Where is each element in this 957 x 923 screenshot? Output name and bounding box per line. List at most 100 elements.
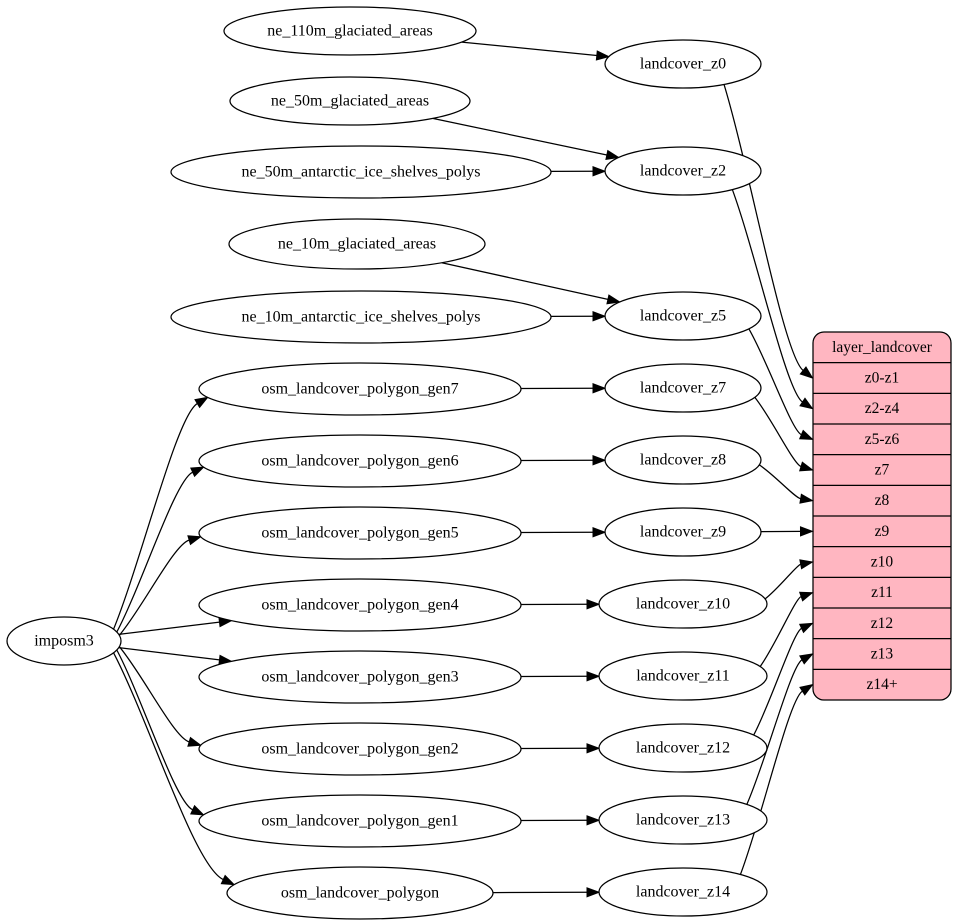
node-osm_landcover_polygon_gen3	[198, 650, 522, 704]
node-landcover_z0	[604, 39, 762, 89]
node-label-landcover_z12: landcover_z12	[636, 740, 730, 757]
edge-landcover_z0-to-layer_landcover-z0-z1	[723, 84, 804, 371]
arrowhead	[798, 591, 814, 602]
arrowhead	[187, 535, 203, 546]
node-ne_50m_antarctic_ice_shelves_polys	[170, 145, 552, 199]
node-landcover_z13	[598, 795, 768, 845]
node-label-imposm3: imposm3	[34, 633, 94, 650]
node-landcover_z8	[604, 435, 762, 485]
node-label-landcover_z9: landcover_z9	[640, 524, 726, 541]
arrowhead	[592, 527, 607, 538]
arrowhead	[586, 671, 601, 682]
node-label-osm_landcover_polygon_gen4: osm_landcover_polygon_gen4	[261, 597, 458, 614]
node-osm_landcover_polygon_gen2	[198, 722, 522, 776]
arrowhead	[799, 653, 814, 665]
record-row-label-z2-z4: z2-z4	[865, 400, 900, 417]
node-landcover_z9	[604, 507, 762, 557]
record-row-label-z7: z7	[875, 462, 890, 479]
node-label-landcover_z10: landcover_z10	[636, 596, 730, 613]
arrowhead	[799, 397, 814, 410]
node-label-ne_50m_antarctic_ice_shelves_polys: ne_50m_antarctic_ice_shelves_polys	[241, 164, 480, 181]
edge-imposm3-to-osm_landcover_polygon_gen3	[118, 647, 220, 661]
node-ne_50m_glaciated_areas	[229, 76, 471, 126]
node-ne_10m_glaciated_areas	[228, 218, 486, 270]
arrowhead	[190, 804, 205, 816]
node-landcover_z2	[604, 146, 762, 196]
edge-imposm3-to-osm_landcover_polygon_gen5	[118, 539, 190, 636]
edge-ne_110m_glaciated_areas-to-landcover_z0	[461, 41, 597, 57]
arrowhead	[586, 599, 601, 610]
node-osm_landcover_polygon	[226, 866, 494, 920]
node-label-osm_landcover_polygon_gen6: osm_landcover_polygon_gen6	[261, 453, 458, 470]
node-label-ne_10m_antarctic_ice_shelves_polys: ne_10m_antarctic_ice_shelves_polys	[241, 309, 480, 326]
arrowhead	[799, 559, 814, 570]
node-label-osm_landcover_polygon: osm_landcover_polygon	[281, 885, 439, 902]
node-osm_landcover_polygon_gen7	[198, 362, 522, 416]
node-imposm3	[6, 616, 122, 666]
record-row-label-z14+: z14+	[866, 676, 897, 693]
edge-imposm3-to-osm_landcover_polygon_gen6	[116, 471, 193, 633]
arrowhead	[592, 311, 607, 322]
node-label-ne_50m_glaciated_areas: ne_50m_glaciated_areas	[271, 93, 429, 110]
record-row-label-z13: z13	[871, 646, 894, 663]
arrowhead	[187, 736, 203, 747]
record-row-label-z5-z6: z5-z6	[865, 431, 900, 448]
edge-imposm3-to-osm_landcover_polygon_gen2	[118, 646, 190, 743]
arrowhead	[592, 455, 607, 466]
arrowhead	[586, 815, 601, 826]
node-landcover_z11	[598, 651, 768, 701]
arrowhead	[799, 366, 814, 379]
node-label-osm_landcover_polygon_gen7: osm_landcover_polygon_gen7	[261, 381, 458, 398]
node-label-landcover_z13: landcover_z13	[636, 812, 730, 829]
node-label-ne_10m_glaciated_areas: ne_10m_glaciated_areas	[278, 236, 436, 253]
arrowhead	[606, 294, 622, 305]
node-landcover_z14	[598, 867, 768, 917]
record-row-label-z11: z11	[871, 584, 893, 601]
edge-landcover_z13-to-layer_landcover-z13	[746, 659, 803, 805]
arrowhead	[194, 396, 209, 409]
arrowhead	[190, 466, 205, 478]
edge-imposm3-to-osm_landcover_polygon_gen4	[118, 621, 220, 635]
node-label-landcover_z14: landcover_z14	[636, 884, 730, 901]
node-osm_landcover_polygon_gen4	[198, 578, 522, 632]
edge-ne_10m_glaciated_areas-to-landcover_z5	[441, 262, 609, 301]
node-ne_110m_glaciated_areas	[223, 6, 477, 56]
edge-landcover_z12-to-layer_landcover-z12	[753, 627, 803, 736]
arrowhead	[799, 493, 814, 504]
node-label-osm_landcover_polygon_gen5: osm_landcover_polygon_gen5	[261, 525, 458, 542]
record-row-label-z0-z1: z0-z1	[865, 370, 899, 387]
edge-imposm3-to-osm_landcover_polygon	[113, 652, 224, 881]
node-label-osm_landcover_polygon_gen2: osm_landcover_polygon_gen2	[261, 741, 458, 758]
node-label-landcover_z0: landcover_z0	[640, 56, 726, 73]
node-label-landcover_z11: landcover_z11	[636, 668, 730, 685]
edge-imposm3-to-osm_landcover_polygon_gen7	[112, 403, 198, 630]
record-row-label-z9: z9	[875, 523, 890, 540]
arrowhead	[595, 50, 611, 61]
record-row-label-z10: z10	[871, 554, 894, 571]
arrowhead	[592, 166, 607, 177]
node-label-ne_110m_glaciated_areas: ne_110m_glaciated_areas	[267, 23, 433, 40]
record-row-label-z8: z8	[875, 492, 890, 509]
node-landcover_z10	[598, 579, 768, 629]
node-osm_landcover_polygon_gen1	[198, 794, 522, 848]
node-label-osm_landcover_polygon_gen3: osm_landcover_polygon_gen3	[261, 669, 458, 686]
node-label-landcover_z8: landcover_z8	[640, 452, 726, 469]
arrowhead	[605, 149, 620, 160]
arrowhead	[799, 683, 814, 696]
arrowhead	[592, 383, 607, 394]
record-header: layer_landcover	[832, 339, 933, 356]
node-osm_landcover_polygon_gen5	[198, 506, 522, 560]
node-ne_10m_antarctic_ice_shelves_polys	[170, 290, 552, 344]
edge-landcover_z14-to-layer_landcover-z14+	[739, 690, 803, 875]
node-label-osm_landcover_polygon_gen1: osm_landcover_polygon_gen1	[261, 813, 458, 830]
node-label-landcover_z2: landcover_z2	[640, 163, 726, 180]
edge-landcover_z10-to-layer_landcover-z10	[764, 563, 802, 600]
edge-ne_50m_glaciated_areas-to-landcover_z2	[432, 117, 607, 156]
node-landcover_z5	[604, 291, 762, 341]
arrowhead	[799, 461, 814, 472]
arrowhead	[798, 429, 814, 440]
node-landcover_z7	[604, 363, 762, 413]
arrowhead	[586, 743, 601, 754]
